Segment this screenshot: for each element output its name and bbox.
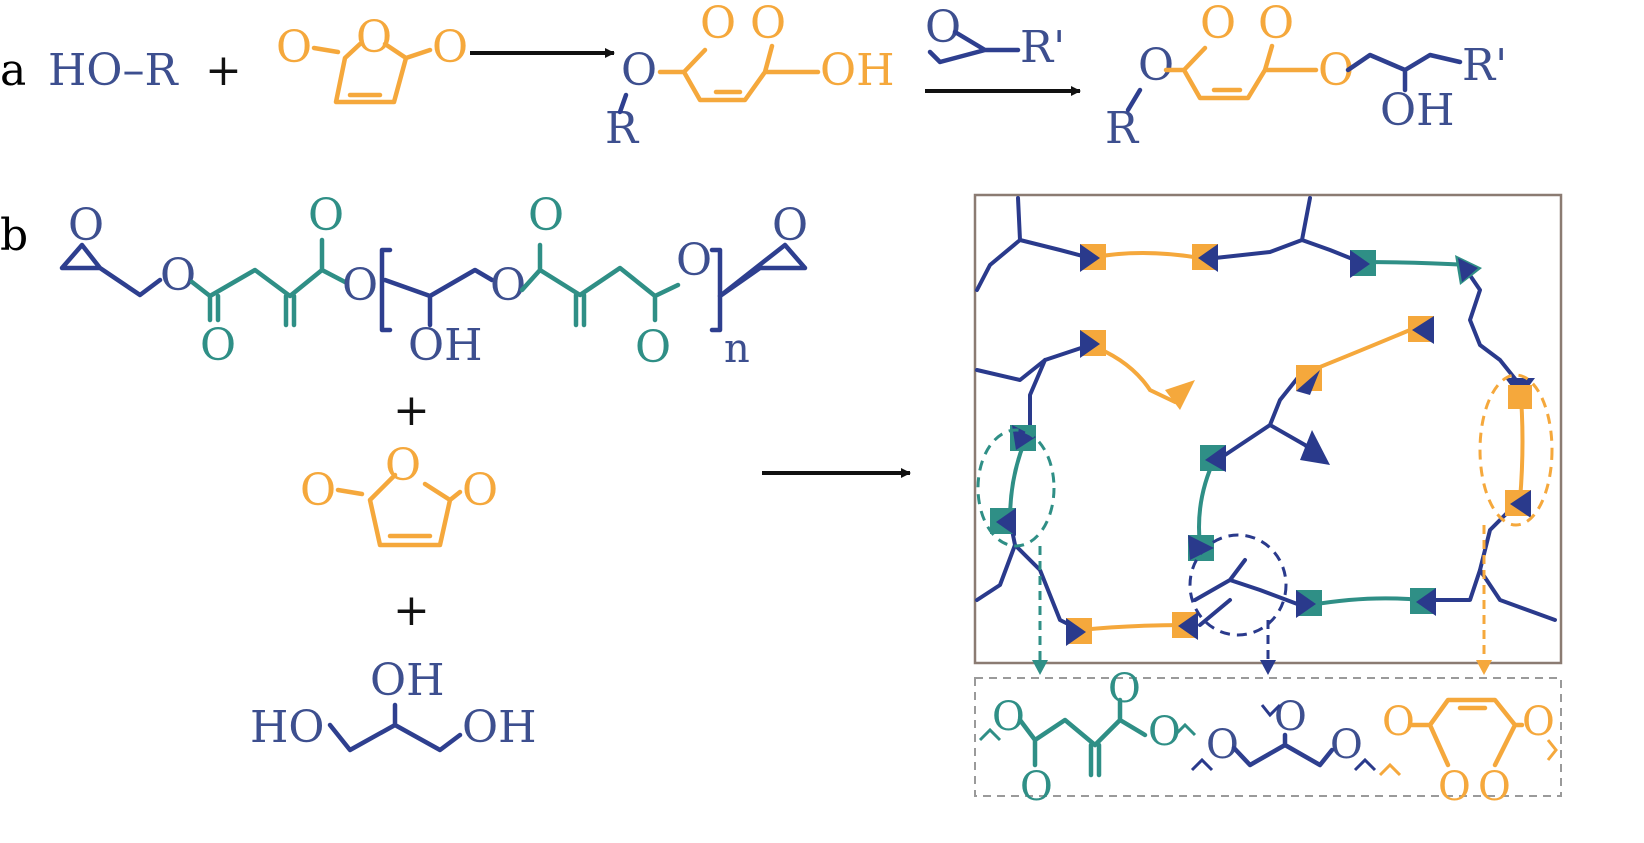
- glycerol-fragment: O O O: [1190, 694, 1377, 772]
- svg-text:O: O: [308, 190, 344, 241]
- panel-label-b: b: [0, 210, 28, 261]
- svg-text:O: O: [276, 22, 312, 73]
- svg-text:OH: OH: [820, 45, 894, 96]
- product-diester: O R O O O OH R': [1105, 0, 1507, 154]
- maleate-fragment: O O O O: [1378, 697, 1558, 810]
- structure-legend-box: [974, 677, 1562, 797]
- svg-text:O: O: [1200, 0, 1236, 49]
- svg-text:O: O: [925, 2, 961, 53]
- svg-text:O: O: [1274, 694, 1307, 740]
- svg-text:O: O: [342, 260, 378, 311]
- svg-text:O: O: [160, 250, 196, 301]
- svg-text:O: O: [1382, 699, 1415, 745]
- svg-text:O: O: [772, 200, 808, 251]
- svg-text:O: O: [1020, 764, 1053, 810]
- svg-text:O: O: [385, 440, 421, 491]
- svg-text:O: O: [300, 465, 336, 516]
- svg-text:n: n: [724, 326, 750, 372]
- svg-text:O: O: [1258, 0, 1294, 49]
- svg-text:OH: OH: [370, 655, 444, 706]
- svg-text:O: O: [200, 320, 236, 371]
- svg-text:O: O: [676, 235, 712, 286]
- svg-text:O: O: [1522, 699, 1555, 745]
- product-monoester: O R O O OH: [605, 0, 894, 154]
- highlight-itaconate: [976, 428, 1056, 548]
- itaconate-fragment: O O O O: [978, 666, 1197, 810]
- svg-text:O: O: [1138, 40, 1174, 91]
- highlight-glycerol: [1188, 533, 1288, 637]
- svg-text:O: O: [700, 0, 736, 49]
- panel-a: a HO–R + O O O O R O O OH O R': [0, 0, 1507, 154]
- svg-text:O: O: [635, 322, 671, 373]
- svg-text:R': R': [1020, 22, 1065, 73]
- svg-text:OH: OH: [408, 320, 482, 371]
- epoxide-reagent: O R': [925, 2, 1065, 73]
- svg-text:O: O: [1108, 666, 1141, 712]
- maleic-anhydride-b: O O O: [300, 440, 498, 548]
- alcohol-label: HO–R: [48, 45, 179, 96]
- svg-text:O: O: [490, 260, 526, 311]
- svg-text:O: O: [1478, 764, 1511, 810]
- svg-text:OH: OH: [1380, 85, 1454, 136]
- svg-text:O: O: [1148, 709, 1181, 755]
- svg-text:OH: OH: [462, 702, 536, 753]
- svg-text:O: O: [356, 12, 392, 63]
- svg-text:O: O: [621, 45, 657, 96]
- svg-text:O: O: [1330, 722, 1363, 768]
- svg-text:O: O: [68, 200, 104, 251]
- plus-sign-a1: +: [205, 45, 242, 96]
- panel-label-a: a: [0, 45, 26, 96]
- plus-sign-b2: +: [393, 585, 430, 636]
- svg-text:O: O: [432, 22, 468, 73]
- highlight-maleate: [1478, 373, 1554, 527]
- svg-text:R': R': [1462, 40, 1507, 91]
- svg-text:HO: HO: [250, 702, 324, 753]
- svg-text:O: O: [1438, 764, 1471, 810]
- panel-b: b O O O O O OH O O O O n O + O: [0, 190, 911, 753]
- plus-sign-b1: +: [393, 385, 430, 436]
- svg-text:O: O: [992, 694, 1025, 740]
- maleic-anhydride-a: O O O: [276, 12, 468, 105]
- svg-text:R: R: [1105, 103, 1140, 154]
- glycerol: OH HO OH: [250, 655, 536, 753]
- svg-text:O: O: [750, 0, 786, 49]
- svg-text:O: O: [1206, 722, 1239, 768]
- crosslinked-network: O O O O O O O O O O O: [973, 193, 1563, 810]
- junction-markers: [990, 244, 1535, 646]
- epoxy-itaconate-oligomer: O O O O O OH O O O O n O: [59, 190, 808, 373]
- svg-text:O: O: [462, 465, 498, 516]
- svg-text:O: O: [528, 190, 564, 241]
